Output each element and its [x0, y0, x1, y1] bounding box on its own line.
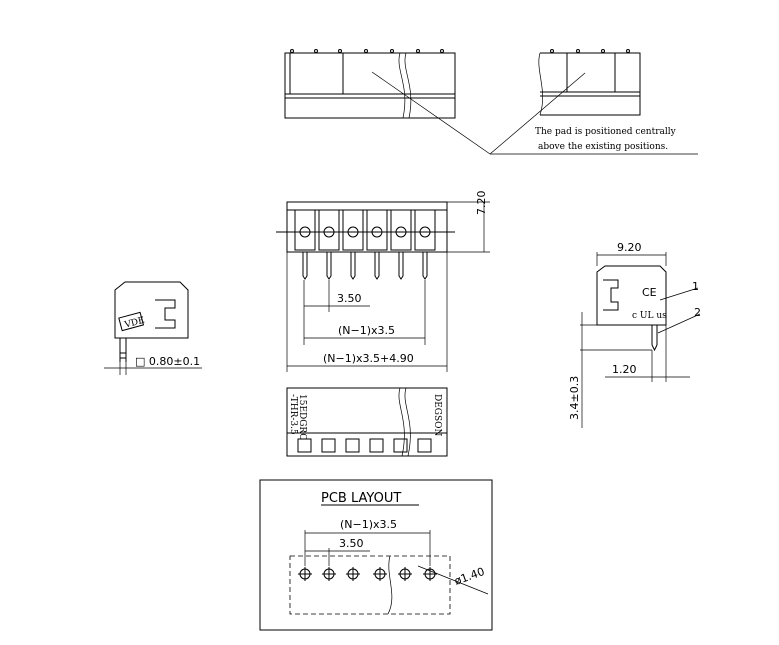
front-total-dim: (N−1)x3.5+4.90 — [323, 352, 414, 365]
right-width-dim: 9.20 — [617, 241, 642, 254]
front-cells — [294, 209, 436, 251]
front-screws — [299, 226, 431, 238]
bottom-marking-left-1: 15EDGRC — [297, 394, 307, 440]
note-line-1: The pad is positioned centrally — [535, 127, 677, 137]
left-logo-mark: VDE — [123, 316, 146, 331]
top-pins — [290, 49, 444, 53]
pcb-hole-dim: ø1.40 — [453, 565, 487, 588]
note-leader — [371, 71, 698, 155]
left-pin-dim: □ 0.80±0.1 — [135, 355, 200, 368]
pcb-pitch-dim: 3.50 — [339, 537, 364, 550]
bottom-marking-left-2: -THR-3.5 — [288, 394, 298, 435]
bottom-view — [286, 387, 448, 457]
front-span-dim: (N−1)x3.5 — [338, 324, 395, 337]
top-detail-view — [284, 49, 456, 119]
right-side-view: CE c UL us — [580, 252, 701, 428]
front-pins — [302, 252, 428, 280]
bottom-marking-right: DEGSON — [432, 394, 442, 437]
bottom-terminals — [297, 438, 432, 453]
right-pin-length-dim: 3.4±0.3 — [568, 376, 581, 420]
front-view — [276, 201, 455, 280]
pcb-span-dim: (N−1)x3.5 — [340, 518, 397, 531]
ce-mark: CE — [642, 286, 657, 299]
front-dimensions — [286, 201, 490, 372]
right-offset-dim: 1.20 — [612, 363, 637, 376]
pcb-title: PCB LAYOUT — [321, 491, 401, 506]
callout-1: 1 — [692, 280, 699, 293]
pcb-holes — [298, 567, 437, 581]
callout-2: 2 — [694, 306, 701, 319]
pcb-layout — [259, 479, 493, 631]
ul-mark: c UL us — [632, 311, 667, 321]
note-line-2: above the existing positions. — [538, 142, 668, 152]
top-detail-view-right — [538, 49, 641, 116]
front-height-dim: 7.20 — [475, 191, 488, 216]
front-pitch-dim: 3.50 — [337, 292, 362, 305]
